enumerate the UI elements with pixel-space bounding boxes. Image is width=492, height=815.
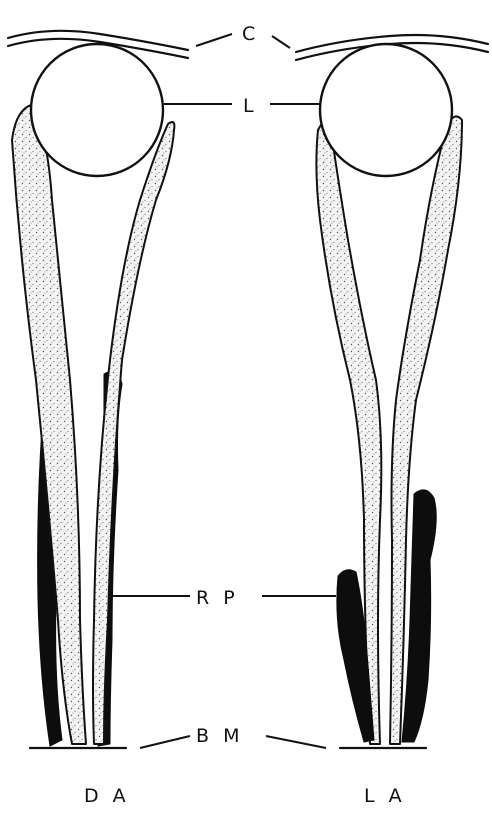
leader-cornea-left	[196, 34, 232, 46]
leader-cornea-right	[272, 36, 290, 48]
lens-dark-adapted	[31, 44, 163, 176]
ommatidium-light-adapted	[316, 44, 462, 748]
ommatidium-dark-adapted	[12, 44, 174, 748]
label-light-adapted: L A	[364, 785, 406, 807]
leader-bm-left	[140, 736, 190, 748]
label-dark-adapted: D A	[84, 785, 130, 807]
leader-bm-right	[266, 736, 326, 748]
retinula-cell-dark-right	[93, 122, 174, 744]
label-basement-membrane: B M	[196, 725, 243, 747]
label-retinal-pigment: R P	[196, 587, 239, 609]
lens-light-adapted	[320, 44, 452, 176]
label-cornea: C	[242, 23, 259, 45]
label-lens: L	[243, 95, 258, 117]
